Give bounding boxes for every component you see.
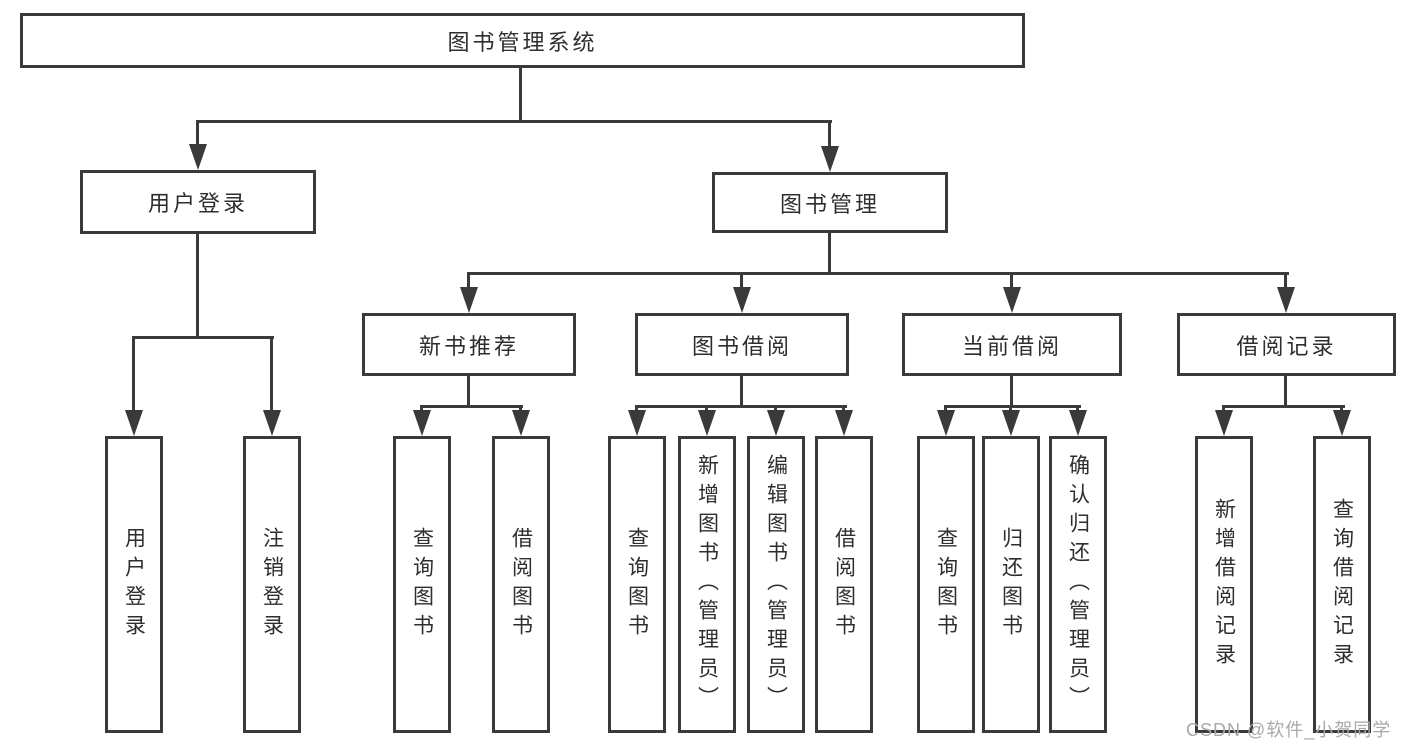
arrow-down-icon bbox=[1003, 287, 1021, 313]
connector-line bbox=[1340, 405, 1343, 412]
connector-line bbox=[635, 405, 847, 408]
leaf-label: 新增图书（管理员） bbox=[695, 454, 719, 715]
node-new-book-recommendation: 新书推荐 bbox=[362, 313, 576, 376]
arrow-down-icon bbox=[835, 410, 853, 436]
leaf-recommend-borrow-books: 借阅图书 bbox=[492, 436, 550, 733]
leaf-label: 查询借阅记录 bbox=[1330, 497, 1354, 672]
arrow-down-icon bbox=[125, 410, 143, 436]
leaf-user-login: 用户登录 bbox=[105, 436, 163, 733]
arrow-down-icon bbox=[263, 410, 281, 436]
leaf-label: 查询图书 bbox=[625, 526, 649, 643]
connector-line bbox=[740, 272, 743, 289]
connector-line bbox=[944, 405, 947, 412]
csdn-watermark: CSDN @软件_小贺同学 bbox=[1186, 720, 1392, 740]
node-book-management: 图书管理 bbox=[712, 172, 948, 233]
connector-line bbox=[828, 233, 831, 275]
connector-line bbox=[420, 405, 423, 412]
connector-line bbox=[519, 405, 522, 412]
connector-line bbox=[467, 272, 1289, 275]
arrow-down-icon bbox=[1277, 287, 1295, 313]
arrow-down-icon bbox=[1215, 410, 1233, 436]
connector-line bbox=[740, 376, 743, 408]
leaf-borrowing-add-book-admin: 新增图书（管理员） bbox=[678, 436, 736, 733]
connector-line bbox=[1284, 376, 1287, 408]
node-library-management-system: 图书管理系统 bbox=[20, 13, 1025, 68]
connector-line bbox=[196, 120, 199, 148]
connector-line bbox=[944, 405, 1081, 408]
leaf-label: 查询图书 bbox=[410, 526, 434, 643]
leaf-label: 借阅图书 bbox=[832, 526, 856, 643]
connector-line bbox=[519, 68, 522, 120]
connector-line bbox=[196, 120, 832, 123]
connector-line bbox=[467, 272, 470, 289]
node-label: 图书管理 bbox=[779, 191, 880, 217]
connector-line bbox=[196, 234, 199, 339]
connector-line bbox=[842, 405, 845, 412]
node-borrowing-records: 借阅记录 bbox=[1177, 313, 1396, 376]
connector-line bbox=[1076, 405, 1079, 412]
leaf-current-confirm-return-admin: 确认归还（管理员） bbox=[1049, 436, 1107, 733]
connector-line bbox=[705, 405, 708, 412]
connector-line bbox=[1009, 405, 1012, 412]
node-label: 借阅记录 bbox=[1236, 333, 1337, 359]
arrow-down-icon bbox=[698, 410, 716, 436]
arrow-down-icon bbox=[937, 410, 955, 436]
node-label: 新书推荐 bbox=[418, 333, 519, 359]
connector-line bbox=[1222, 405, 1345, 408]
connector-line bbox=[1222, 405, 1225, 412]
connector-line bbox=[467, 376, 470, 408]
node-book-borrowing: 图书借阅 bbox=[635, 313, 849, 376]
node-label: 用户登录 bbox=[147, 191, 248, 216]
leaf-label: 新增借阅记录 bbox=[1212, 497, 1236, 672]
leaf-records-query-borrow-record: 查询借阅记录 bbox=[1313, 436, 1371, 733]
connector-line bbox=[774, 405, 777, 412]
leaf-label: 归还图书 bbox=[999, 526, 1023, 643]
connector-line bbox=[1010, 272, 1013, 289]
leaf-current-query-books: 查询图书 bbox=[917, 436, 975, 733]
leaf-logout-login: 注销登录 bbox=[243, 436, 301, 733]
node-label: 当前借阅 bbox=[961, 333, 1062, 359]
arrow-down-icon bbox=[189, 144, 207, 170]
leaf-recommend-query-books: 查询图书 bbox=[393, 436, 451, 733]
node-label: 图书管理系统 bbox=[447, 29, 598, 55]
connector-line bbox=[270, 336, 273, 412]
connector-line bbox=[420, 405, 523, 408]
leaf-current-return-books: 归还图书 bbox=[982, 436, 1040, 733]
connector-line bbox=[132, 336, 135, 412]
connector-line bbox=[635, 405, 638, 412]
leaf-label: 查询图书 bbox=[934, 526, 958, 643]
node-label: 图书借阅 bbox=[691, 333, 792, 359]
arrow-down-icon bbox=[1002, 410, 1020, 436]
connector-line bbox=[132, 336, 274, 339]
arrow-down-icon bbox=[767, 410, 785, 436]
connector-line bbox=[828, 120, 831, 150]
connector-line bbox=[1010, 376, 1013, 408]
leaf-label: 确认归还（管理员） bbox=[1066, 454, 1090, 715]
node-current-borrowing: 当前借阅 bbox=[902, 313, 1122, 376]
leaf-records-add-borrow-record: 新增借阅记录 bbox=[1195, 436, 1253, 733]
arrow-down-icon bbox=[460, 287, 478, 313]
leaf-borrowing-query-books: 查询图书 bbox=[608, 436, 666, 733]
arrow-down-icon bbox=[1333, 410, 1351, 436]
leaf-label: 借阅图书 bbox=[509, 526, 533, 643]
arrow-down-icon bbox=[821, 146, 839, 172]
node-user-login: 用户登录 bbox=[80, 170, 316, 234]
connector-line bbox=[1284, 272, 1287, 289]
leaf-borrowing-edit-book-admin: 编辑图书（管理员） bbox=[747, 436, 805, 733]
leaf-label: 注销登录 bbox=[260, 526, 284, 643]
arrow-down-icon bbox=[413, 410, 431, 436]
arrow-down-icon bbox=[733, 287, 751, 313]
arrow-down-icon bbox=[628, 410, 646, 436]
arrow-down-icon bbox=[512, 410, 530, 436]
leaf-label: 编辑图书（管理员） bbox=[764, 454, 788, 715]
arrow-down-icon bbox=[1069, 410, 1087, 436]
leaf-label: 用户登录 bbox=[122, 526, 146, 643]
leaf-borrowing-borrow-books: 借阅图书 bbox=[815, 436, 873, 733]
